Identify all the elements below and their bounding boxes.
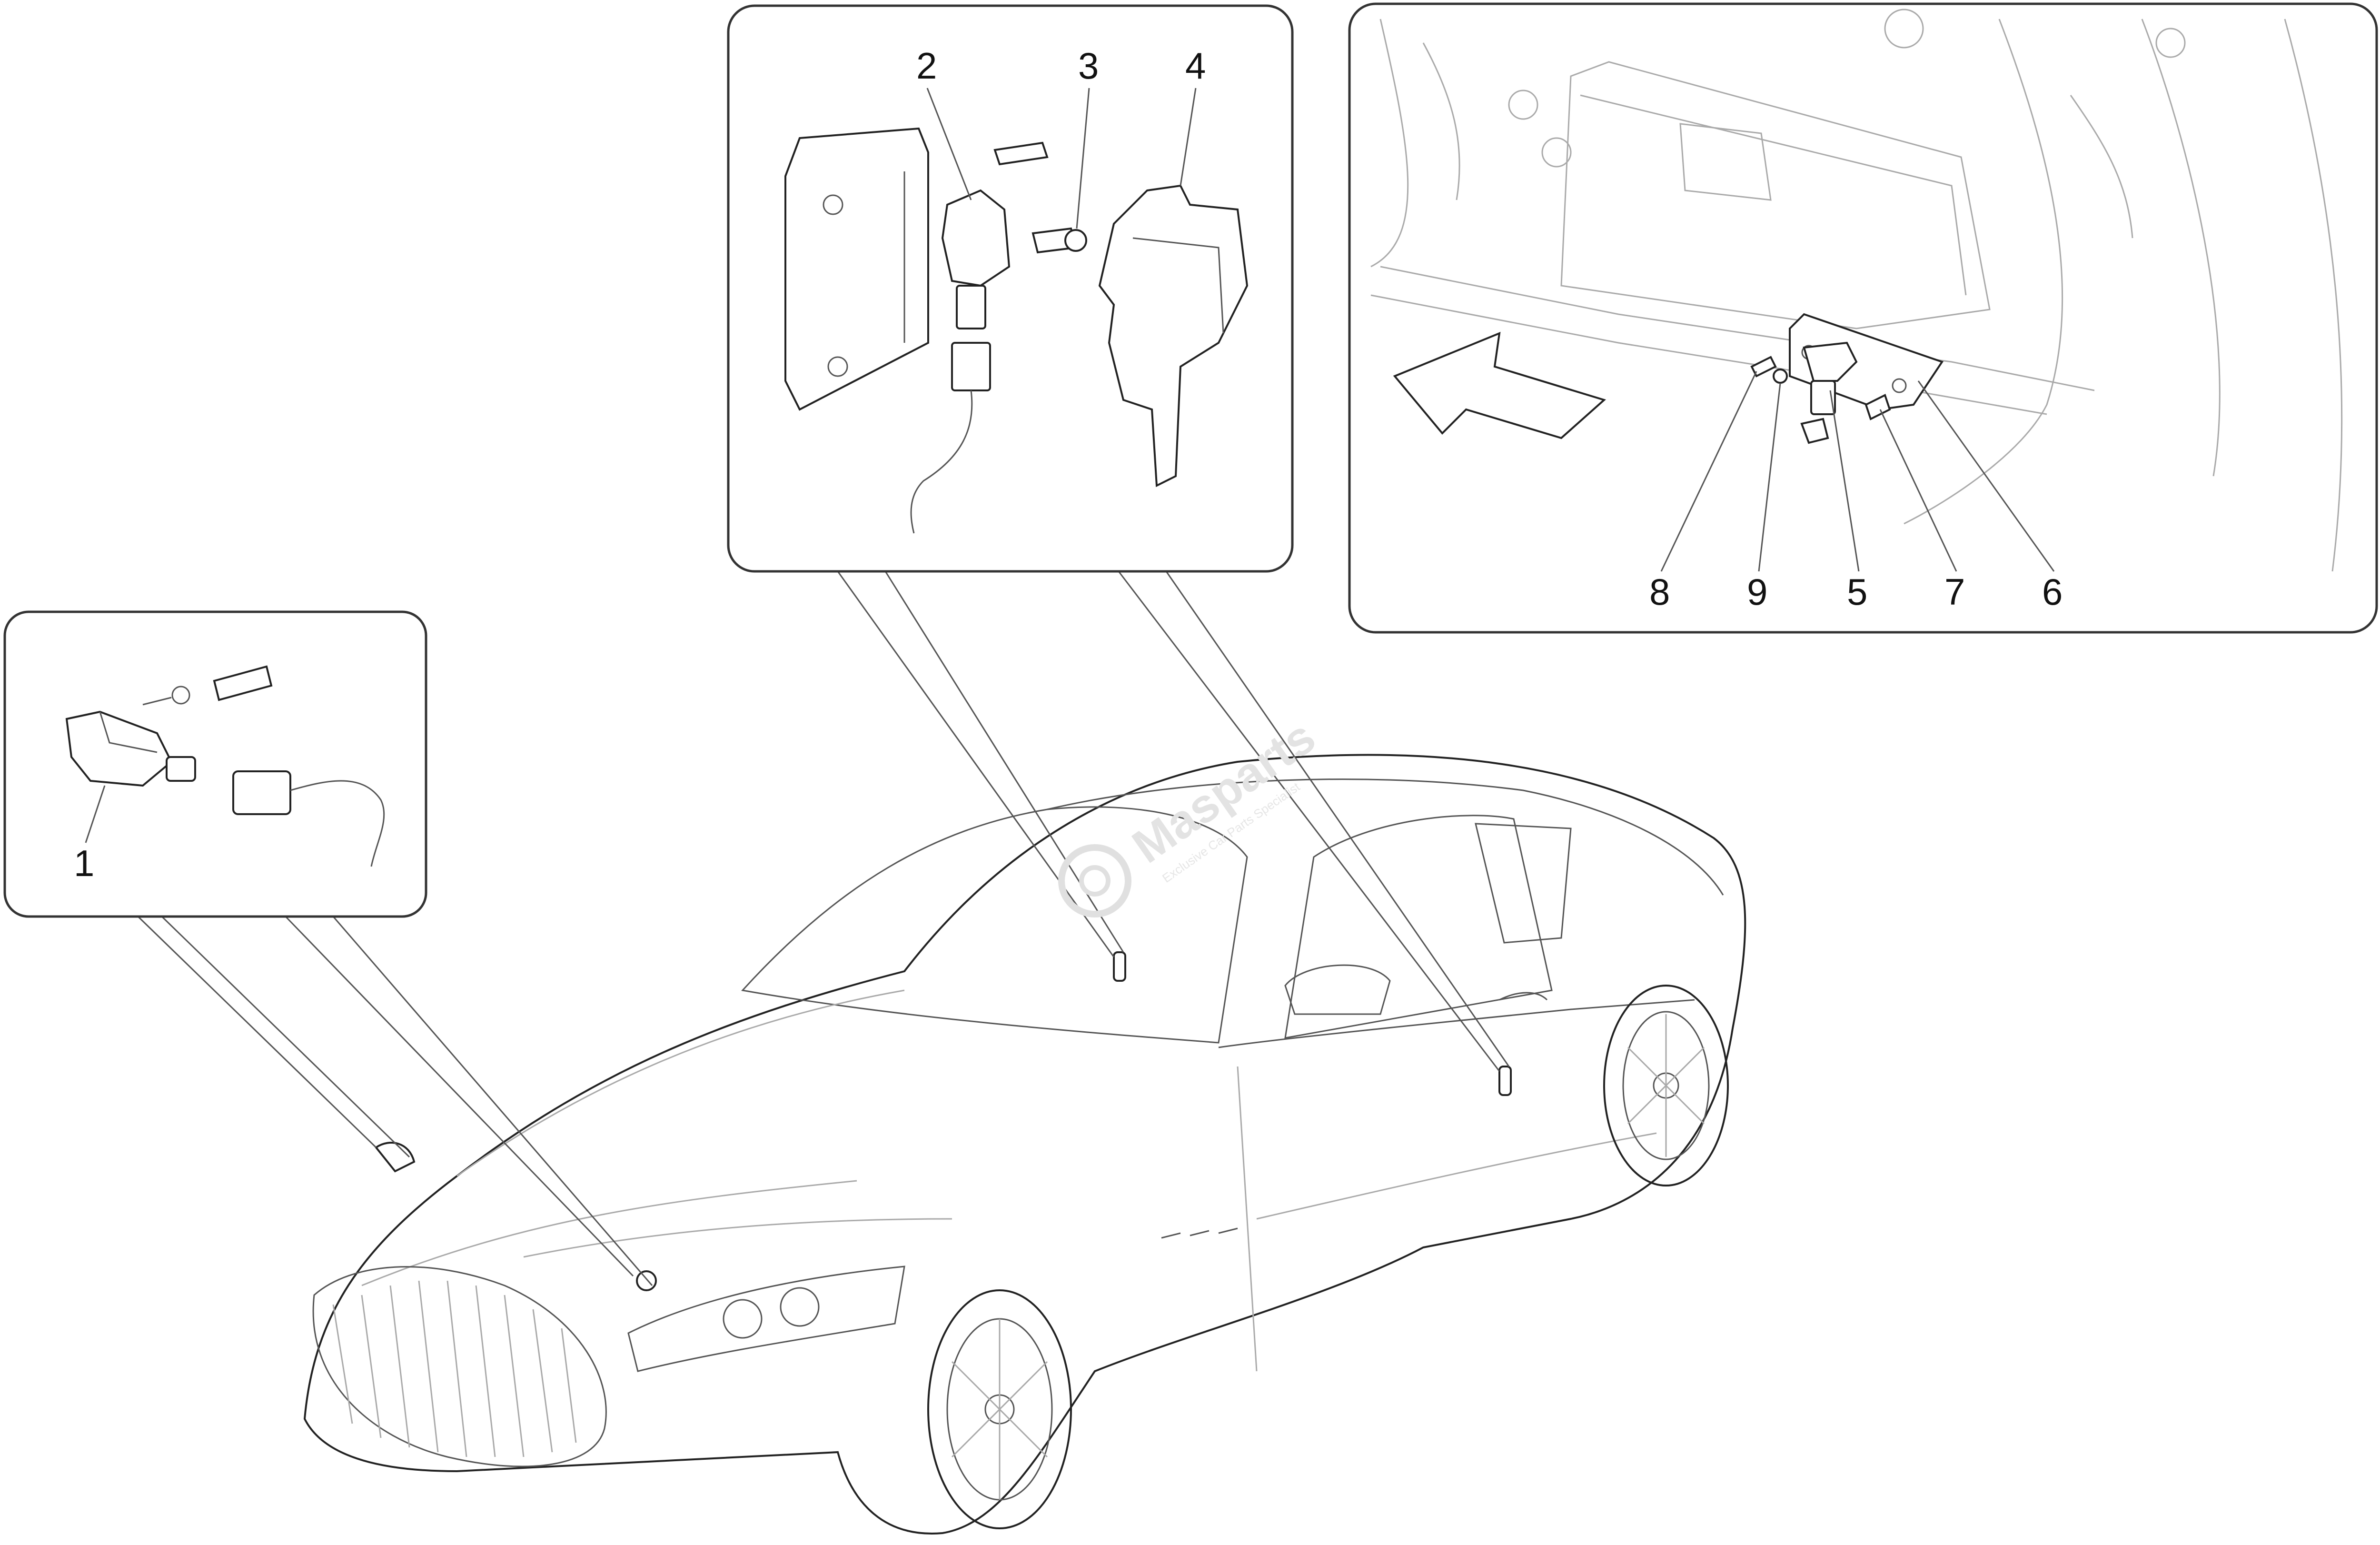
callout-8: 8 (1649, 571, 1670, 613)
callout-1: 1 (74, 842, 94, 884)
callout-2: 2 (916, 45, 937, 87)
car-illustration (303, 754, 1746, 1535)
detail-panel-door-sensor: 8 9 5 7 6 (1348, 2, 2378, 634)
door-impact-sensor (1803, 341, 1858, 382)
sensor-cover (1098, 184, 1249, 488)
callout-6: 6 (2042, 571, 2063, 613)
callout-7: 7 (1944, 571, 1965, 613)
pillar-impact-sensor (941, 189, 1011, 287)
callout-9: 9 (1747, 571, 1767, 613)
detail-panel-pillar-sensor: 2 3 4 (727, 4, 1294, 573)
direction-arrow (1393, 331, 1606, 439)
callout-3: 3 (1078, 45, 1099, 87)
callout-5: 5 (1847, 571, 1867, 613)
watermark-gear-icon (1058, 844, 1131, 917)
callout-4: 4 (1185, 45, 1206, 87)
detail-panel-front-sensor: 1 (3, 610, 427, 918)
front-impact-sensor (65, 710, 173, 787)
